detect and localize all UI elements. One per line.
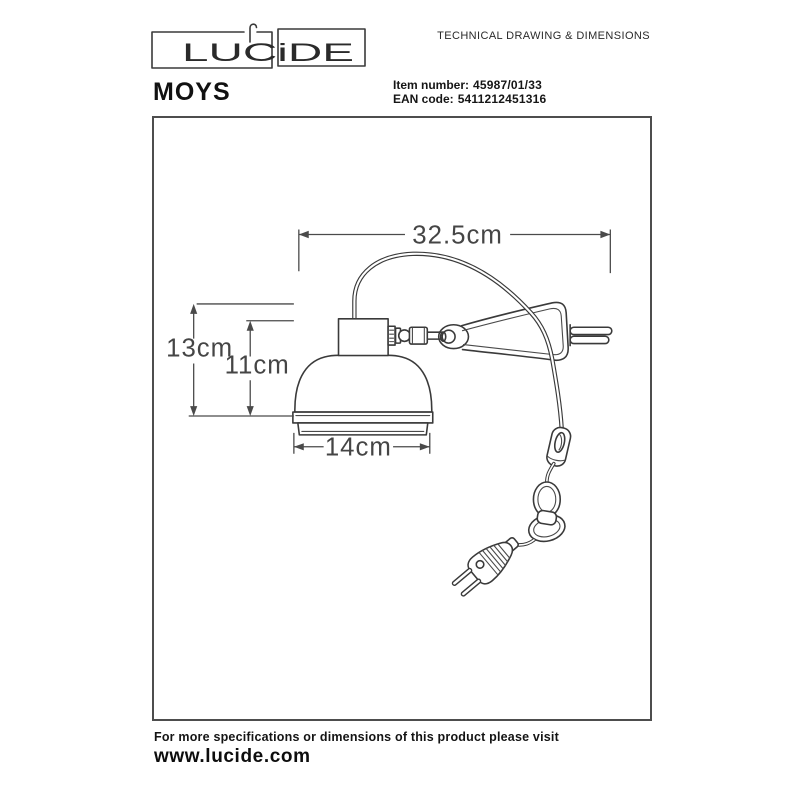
plug-screw [475,559,485,569]
coil-wrap [536,509,558,526]
clamp-prong-top [569,326,613,336]
plug-grip-ribs [478,543,511,576]
plug-pins [451,567,482,597]
dim-label-total-height: 13cm [166,335,233,363]
shade-rim-band [292,411,434,424]
dimension-shade-width: 14cm [293,432,431,462]
dimension-total-width: 32.5cm [298,221,611,274]
page-title: TECHNICAL DRAWING & DIMENSIONS [437,30,650,42]
dimension-total-height: 13cm [166,303,294,417]
cord-upper [545,461,556,485]
logo-box-right [277,28,366,67]
clamp-clip [437,301,613,362]
dimension-shade-height: 11cm [225,320,294,417]
clamp-prong-bottom [569,335,610,345]
joint-knurl-ridges [389,329,395,343]
switch-slot [553,431,566,453]
arm-barrel-caps [411,327,425,345]
technical-drawing-frame: 32.5cm 13cm 11cm 14cm [152,116,652,721]
cable-coil [527,481,566,543]
arm-rod [426,331,444,340]
logo-text: LUCiDE [182,39,354,67]
joint-ball [397,329,412,343]
ean-label: EAN code: [393,92,454,106]
product-name: MOYS [153,78,231,106]
lamp-head [292,318,444,436]
cord-switch [546,426,572,467]
dim-label-shade-height: 11cm [225,351,290,379]
ean-value: 5411212451316 [457,92,547,106]
item-number-row: Item number:45987/01/33 [393,78,546,92]
footer-website: www.lucide.com [154,746,311,767]
switch-rocker [558,434,563,451]
logo-box-left [151,31,273,69]
logo-hook-icon [249,23,258,43]
joint-knurl [387,325,396,346]
footer: For more specifications or dimensions of… [154,730,714,768]
switch-body [546,426,572,467]
dim-label-total-width: 32.5cm [412,221,502,249]
footer-note: For more specifications or dimensions of… [154,730,559,744]
switch-seam [547,455,565,462]
ean-row: EAN code:5411212451316 [393,92,546,106]
item-number-label: Item number: [393,78,470,92]
item-number-value: 45987/01/33 [473,78,542,92]
arm-barrel [408,326,429,345]
technical-drawing: 32.5cm 13cm 11cm 14cm [166,221,613,597]
clamp-outline-inner [461,307,564,356]
lucide-logo: LUCiDE [151,23,366,69]
lamp-shade-dome [294,354,433,413]
euro-plug [451,537,519,597]
product-codes: Item number:45987/01/33 EAN code:5411212… [393,78,546,106]
lamp-housing [337,318,389,357]
power-cable [352,251,564,432]
dim-label-shade-width: 14cm [325,434,392,462]
